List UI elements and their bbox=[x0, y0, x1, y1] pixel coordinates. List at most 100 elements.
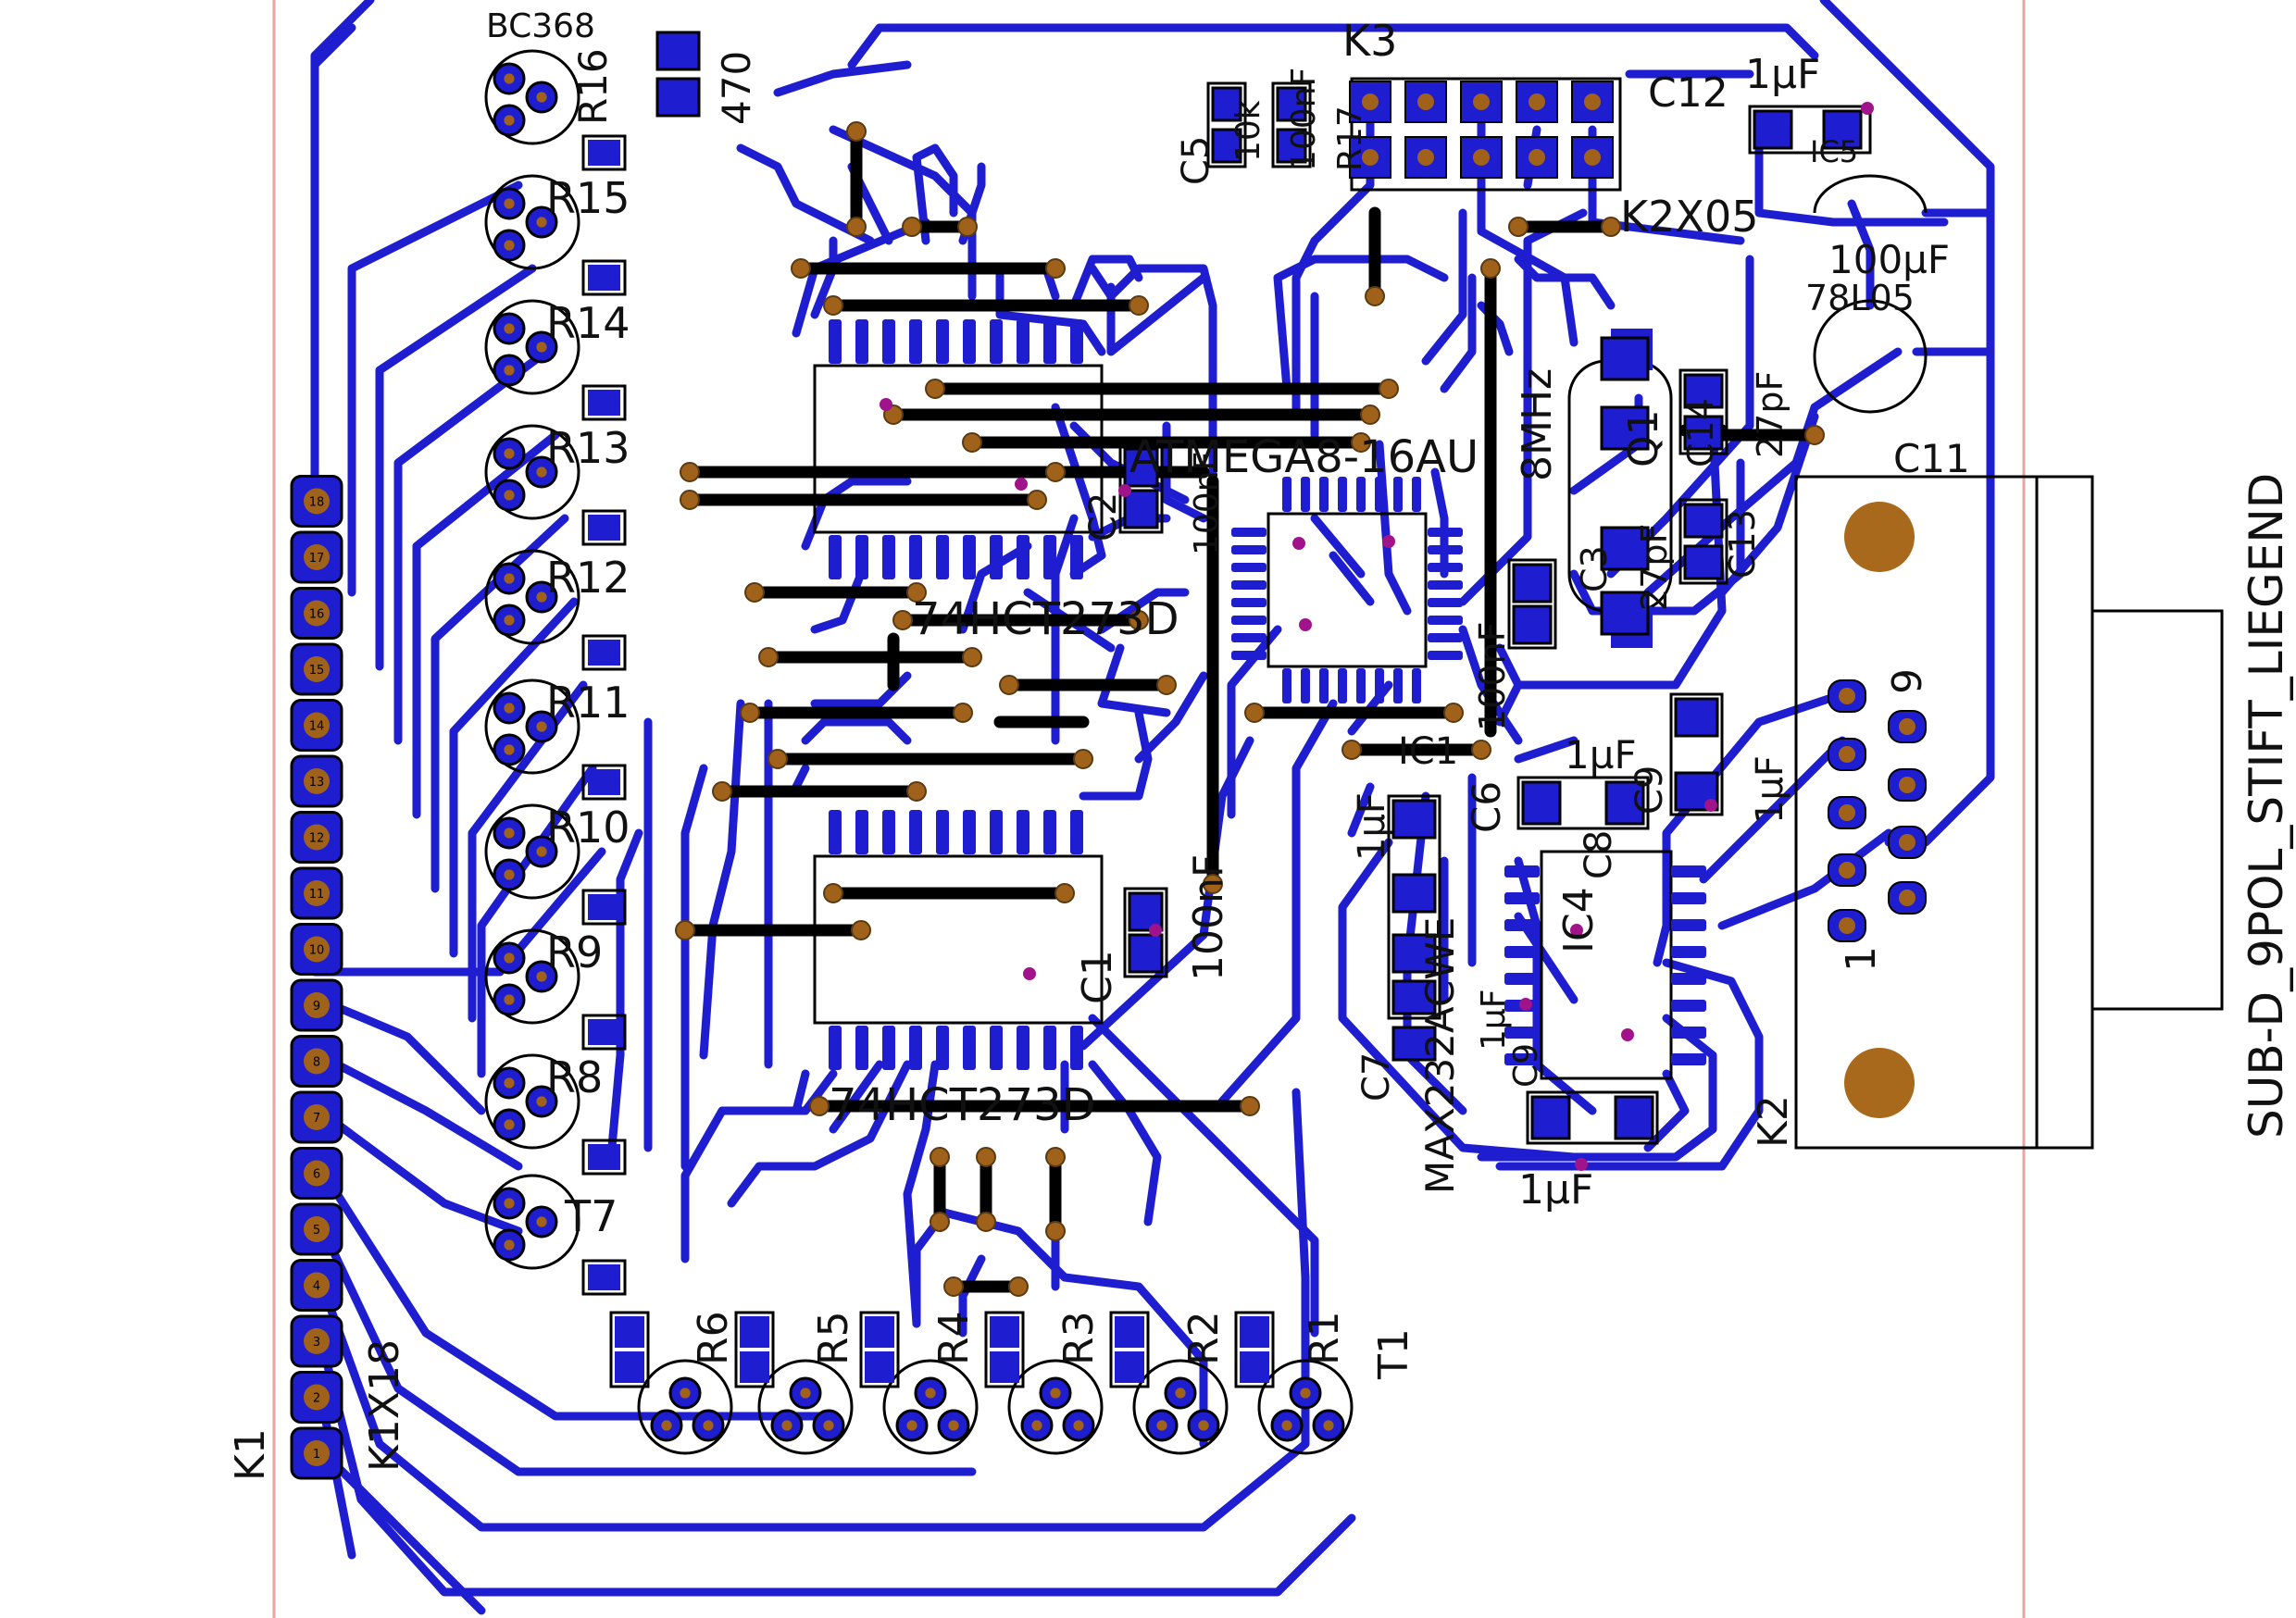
ic-outlines bbox=[813, 174, 2224, 1150]
bottom-resistor-outline-3 bbox=[984, 1311, 1025, 1388]
label-c6: C6 bbox=[1464, 781, 1509, 833]
ic2-bottom-pad-1 bbox=[855, 535, 868, 579]
ic1-bottom-pad-0 bbox=[1282, 668, 1292, 703]
subd-pin-drill-6 bbox=[1899, 890, 1915, 906]
via-26 bbox=[1156, 675, 1177, 695]
k1-pin-drill-6 bbox=[304, 1160, 330, 1187]
ic1-atmega8-outline bbox=[1267, 512, 1428, 668]
k1-pin-drill-11 bbox=[304, 880, 330, 906]
ic1-bottom-pad-6 bbox=[1393, 668, 1403, 703]
ic1-top-pad-7 bbox=[1412, 477, 1421, 512]
left-transistor-outline-5 bbox=[484, 678, 580, 775]
via-17 bbox=[1027, 490, 1047, 510]
mount-hole-bottom bbox=[1844, 1048, 1915, 1118]
label-max232: MAX232ACWE bbox=[1417, 917, 1463, 1194]
ic1-top-pad-1 bbox=[1301, 477, 1310, 512]
label-ic1: IC1 bbox=[1398, 730, 1458, 773]
ic4-right-pad-2 bbox=[1671, 919, 1706, 931]
bottom-resistor-pad-a-2 bbox=[865, 1316, 894, 1348]
via-31 bbox=[712, 781, 732, 802]
via-23 bbox=[758, 647, 779, 667]
subd-pin-drill-3 bbox=[1839, 804, 1855, 821]
via-43 bbox=[1508, 217, 1529, 237]
bottom-transistor-pin-b-4-drill bbox=[1175, 1388, 1186, 1399]
left-resistor-pad-1 bbox=[588, 265, 620, 291]
label-c2: C2 bbox=[1082, 492, 1125, 541]
bottom-transistor-outline-2 bbox=[882, 1359, 979, 1455]
k1-pin-drill-17 bbox=[304, 544, 330, 570]
c11-cap-outline bbox=[1813, 174, 1928, 214]
ic3-bottom-pad-5 bbox=[963, 1026, 976, 1070]
label-r13: R13 bbox=[546, 423, 630, 473]
via-38 bbox=[1443, 703, 1464, 723]
k1-pin-drill-5 bbox=[304, 1216, 330, 1242]
ic1-top-pad-0 bbox=[1282, 477, 1292, 512]
bottom-resistor-pad-b-5 bbox=[1240, 1351, 1269, 1383]
k1-pin-number-17: 17 bbox=[309, 552, 325, 566]
ic2-top-pad-1 bbox=[855, 319, 868, 364]
via-6 bbox=[823, 295, 843, 316]
label-r15: R15 bbox=[546, 173, 630, 223]
via-3 bbox=[957, 217, 978, 237]
ic3-top-pad-6 bbox=[990, 810, 1003, 854]
via-32 bbox=[906, 781, 927, 802]
label-c11: C11 bbox=[1893, 436, 1970, 481]
ic1-left-pad-0 bbox=[1231, 528, 1267, 537]
ic1-right-pad-1 bbox=[1428, 545, 1463, 554]
label-t7: T7 bbox=[564, 1191, 618, 1241]
label-74hct273d-bottom: 74HCT273D bbox=[829, 1079, 1096, 1131]
label-r16: R16 bbox=[570, 48, 616, 125]
ic5-78l05-outline bbox=[1813, 299, 1928, 414]
label-c9a: C9 bbox=[1628, 765, 1671, 815]
bottom-transistor-pin-a-2-drill bbox=[906, 1420, 917, 1431]
pin1-marker-13 bbox=[1861, 102, 1874, 115]
ic3-bottom-pad-7 bbox=[1017, 1026, 1029, 1070]
k1-pin-number-5: 5 bbox=[313, 1224, 320, 1238]
k3-drill-top-2 bbox=[1473, 93, 1490, 110]
ic1-bottom-pad-4 bbox=[1356, 668, 1366, 703]
bottom-transistor-pin-b-1-drill bbox=[800, 1388, 811, 1399]
left-resistor-pad-3 bbox=[588, 515, 620, 541]
ic2-bottom-pad-0 bbox=[829, 535, 842, 579]
left-resistor-pad-4 bbox=[588, 640, 620, 666]
label-1uf-bottom: 1µF bbox=[1518, 1166, 1593, 1214]
k1-pin-drill-10 bbox=[304, 936, 330, 963]
pin1-marker-5 bbox=[1299, 618, 1312, 631]
left-transistor-pin-a-3-drill bbox=[504, 448, 515, 459]
subd-pin-drill-7 bbox=[1899, 834, 1915, 851]
pin1-marker-12 bbox=[1570, 924, 1583, 937]
bottom-transistor-pin-a-1-drill bbox=[781, 1420, 792, 1431]
left-transistor-pin-b-1-drill bbox=[536, 217, 547, 228]
via-40 bbox=[1471, 740, 1491, 760]
k1-pin-drill-9 bbox=[304, 992, 330, 1018]
ic1-left-pad-1 bbox=[1231, 545, 1267, 554]
left-transistor-pin-c-5-drill bbox=[504, 744, 515, 755]
k1-pin-number-9: 9 bbox=[313, 1000, 320, 1014]
label-k2: K2 bbox=[1750, 1095, 1797, 1148]
pin1-marker-4 bbox=[1382, 535, 1395, 548]
label-c13: C13 bbox=[1722, 509, 1763, 579]
ic2-top-pad-4 bbox=[936, 319, 949, 364]
label-c2-value: 100nF bbox=[1188, 452, 1226, 555]
left-resistor-outline-9 bbox=[581, 1259, 627, 1296]
ic1-bottom-pad-3 bbox=[1338, 668, 1347, 703]
ic1-left-pad-3 bbox=[1231, 580, 1267, 590]
left-resistor-pad-6 bbox=[588, 894, 620, 920]
via-37 bbox=[1244, 703, 1265, 723]
via-5 bbox=[1045, 258, 1066, 279]
ic1-top-pad-3 bbox=[1338, 477, 1347, 512]
pin1-marker-8 bbox=[1621, 1028, 1634, 1041]
bottom-resistor-pad-b-4 bbox=[1115, 1351, 1144, 1383]
ic1-left-pad-4 bbox=[1231, 598, 1267, 607]
ic4-right-pad-6 bbox=[1671, 1027, 1706, 1039]
left-transistor-outline-6 bbox=[484, 803, 580, 900]
label-subd: SUB-D_9POL_STIFT_LIEGEND bbox=[2240, 473, 2293, 1139]
left-transistor-pin-c-9-drill bbox=[504, 1239, 515, 1251]
left-resistor-pads bbox=[581, 134, 627, 1296]
k1-pin-drill-1 bbox=[304, 1440, 330, 1466]
left-resistor-outline-8 bbox=[581, 1139, 627, 1176]
k1-pin-drill-15 bbox=[304, 656, 330, 682]
pin1-marker-10 bbox=[1519, 998, 1532, 1011]
ic2-bottom-pad-3 bbox=[909, 535, 922, 579]
